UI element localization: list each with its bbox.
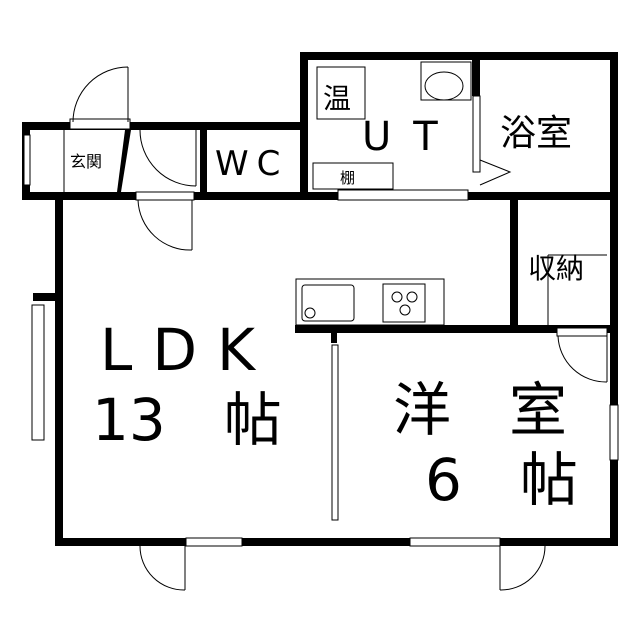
wc-label: WC	[215, 144, 288, 184]
shelf-label: 棚	[340, 169, 355, 187]
ldk-size-label: 13 帖	[92, 386, 282, 454]
windows	[23, 95, 619, 547]
water-heater-box	[316, 66, 366, 120]
genkan-label: 玄関	[70, 152, 102, 171]
stove-icon	[382, 283, 426, 323]
door-swings	[63, 66, 608, 591]
washbasin-icon	[420, 61, 472, 101]
storage-label: 収納	[528, 252, 584, 285]
kitchen-counter	[295, 278, 445, 326]
bath-label: 浴室	[500, 113, 572, 154]
water-heater-label: 温	[323, 82, 351, 115]
western-room-size-label: 6 帖	[425, 446, 578, 514]
western-room-name-label: 洋 室	[393, 376, 567, 444]
ldk-name-label: LDK	[100, 316, 275, 384]
walls	[22, 52, 618, 546]
shelf-box	[312, 162, 394, 190]
ut-label: UT	[362, 114, 460, 160]
fixtures	[295, 61, 472, 326]
